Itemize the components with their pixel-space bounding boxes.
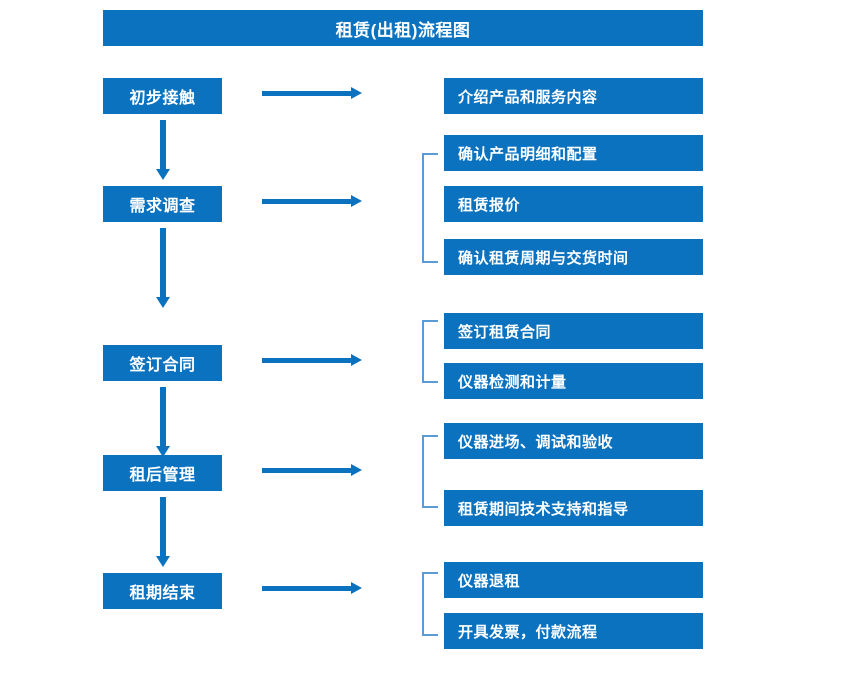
- arrow-stage-3-to-stage-4: [156, 387, 170, 457]
- detail-box-4-2[interactable]: 租赁期间技术支持和指导: [444, 490, 703, 526]
- arrow-head: [351, 87, 362, 99]
- detail-box-2-1[interactable]: 确认产品明细和配置: [444, 135, 703, 171]
- detail-box-4-1[interactable]: 仪器进场、调试和验收: [444, 423, 703, 459]
- arrow-shaft: [262, 586, 352, 591]
- detail-box-2-2[interactable]: 租赁报价: [444, 186, 703, 222]
- group-bracket-2: [422, 153, 438, 263]
- detail-box-2-3[interactable]: 确认租赁周期与交货时间: [444, 239, 703, 275]
- arrow-head: [351, 354, 362, 366]
- arrow-head: [351, 582, 362, 594]
- stage-box-1[interactable]: 初步接触: [103, 78, 222, 114]
- arrow-stage-1-to-details: [262, 87, 362, 99]
- arrow-head: [156, 446, 170, 457]
- stage-box-5[interactable]: 租期结束: [103, 573, 222, 609]
- arrow-shaft: [262, 199, 352, 204]
- arrow-stage-1-to-stage-2: [156, 120, 170, 180]
- arrow-shaft: [160, 120, 166, 169]
- stage-box-2[interactable]: 需求调查: [103, 186, 222, 222]
- detail-box-1-1[interactable]: 介绍产品和服务内容: [444, 78, 703, 114]
- stage-box-3[interactable]: 签订合同: [103, 345, 222, 381]
- arrow-stage-2-to-stage-3: [156, 228, 170, 308]
- arrow-stage-4-to-stage-5: [156, 497, 170, 567]
- detail-box-5-1[interactable]: 仪器退租: [444, 562, 703, 598]
- arrow-head: [156, 169, 170, 180]
- arrow-stage-5-to-details: [262, 582, 362, 594]
- arrow-shaft: [160, 497, 166, 556]
- arrow-head: [351, 195, 362, 207]
- arrow-stage-4-to-details: [262, 464, 362, 476]
- group-bracket-3: [422, 320, 438, 383]
- arrow-shaft: [160, 387, 166, 446]
- arrow-shaft: [262, 91, 352, 96]
- detail-box-3-2[interactable]: 仪器检测和计量: [444, 363, 703, 399]
- arrow-head: [351, 464, 362, 476]
- detail-box-5-2[interactable]: 开具发票，付款流程: [444, 613, 703, 649]
- stage-box-4[interactable]: 租后管理: [103, 455, 222, 491]
- arrow-head: [156, 556, 170, 567]
- arrow-shaft: [160, 228, 166, 297]
- arrow-shaft: [262, 358, 352, 363]
- page-title: 租赁(出租)流程图: [103, 10, 703, 46]
- detail-box-3-1[interactable]: 签订租赁合同: [444, 313, 703, 349]
- arrow-stage-3-to-details: [262, 354, 362, 366]
- group-bracket-5: [422, 572, 438, 636]
- arrow-head: [156, 297, 170, 308]
- group-bracket-4: [422, 435, 438, 508]
- arrow-stage-2-to-details: [262, 195, 362, 207]
- arrow-shaft: [262, 468, 352, 473]
